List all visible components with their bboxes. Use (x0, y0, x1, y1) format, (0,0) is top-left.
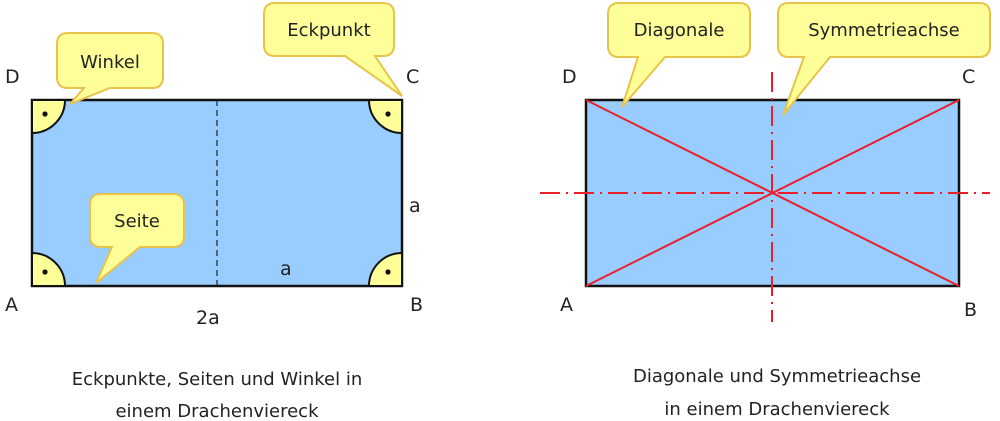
angle-marker-d (31, 99, 67, 135)
left-caption-line1: Eckpunkte, Seiten und Winkel in (72, 369, 362, 390)
left-figure: D C A B a a 2a Winkel Eckpunkt Seite Eck… (5, 2, 423, 421)
bubble-axis: Symmetrieachse (777, 2, 991, 116)
angle-marker-c (367, 99, 403, 135)
bubble-angle-text: Winkel (80, 52, 140, 73)
angle-marker-b (367, 251, 403, 287)
right-vertex-c: C (962, 66, 975, 88)
bubble-vertex: Eckpunkt (263, 2, 403, 97)
angle-dot-d (42, 111, 48, 117)
left-side-inner-label: a (280, 258, 292, 280)
right-vertex-d: D (562, 66, 577, 88)
right-caption-line2: in einem Drachenviereck (664, 399, 890, 420)
bubble-axis-text: Symmetrieachse (808, 20, 960, 41)
left-vertex-d: D (5, 66, 20, 88)
left-vertex-a: A (5, 294, 18, 316)
angle-marker-a (31, 251, 67, 287)
left-vertex-c: C (406, 66, 419, 88)
angle-dot-a (42, 269, 48, 275)
left-vertex-b: B (410, 294, 423, 316)
bubble-diagonal: Diagonale (607, 2, 751, 108)
bubble-angle: Winkel (56, 32, 164, 105)
bubble-vertex-text: Eckpunkt (287, 20, 370, 41)
bubble-side-text: Seite (114, 211, 160, 232)
angle-dot-b (385, 269, 391, 275)
diagonal-bd (585, 99, 960, 287)
left-side-right-label: a (409, 195, 421, 217)
left-caption-line2: einem Drachenviereck (115, 401, 319, 421)
bubble-diagonal-text: Diagonale (634, 20, 725, 41)
left-side-bottom-label: 2a (196, 307, 220, 329)
angle-dot-c (385, 111, 391, 117)
bubble-side: Seite (89, 193, 185, 284)
right-vertex-a: A (560, 294, 573, 316)
right-caption-line1: Diagonale und Symmetrieachse (633, 366, 921, 387)
right-vertex-b: B (964, 299, 977, 321)
right-figure: D C A B Diagonale Symmetrieachse Diagona… (540, 2, 991, 420)
